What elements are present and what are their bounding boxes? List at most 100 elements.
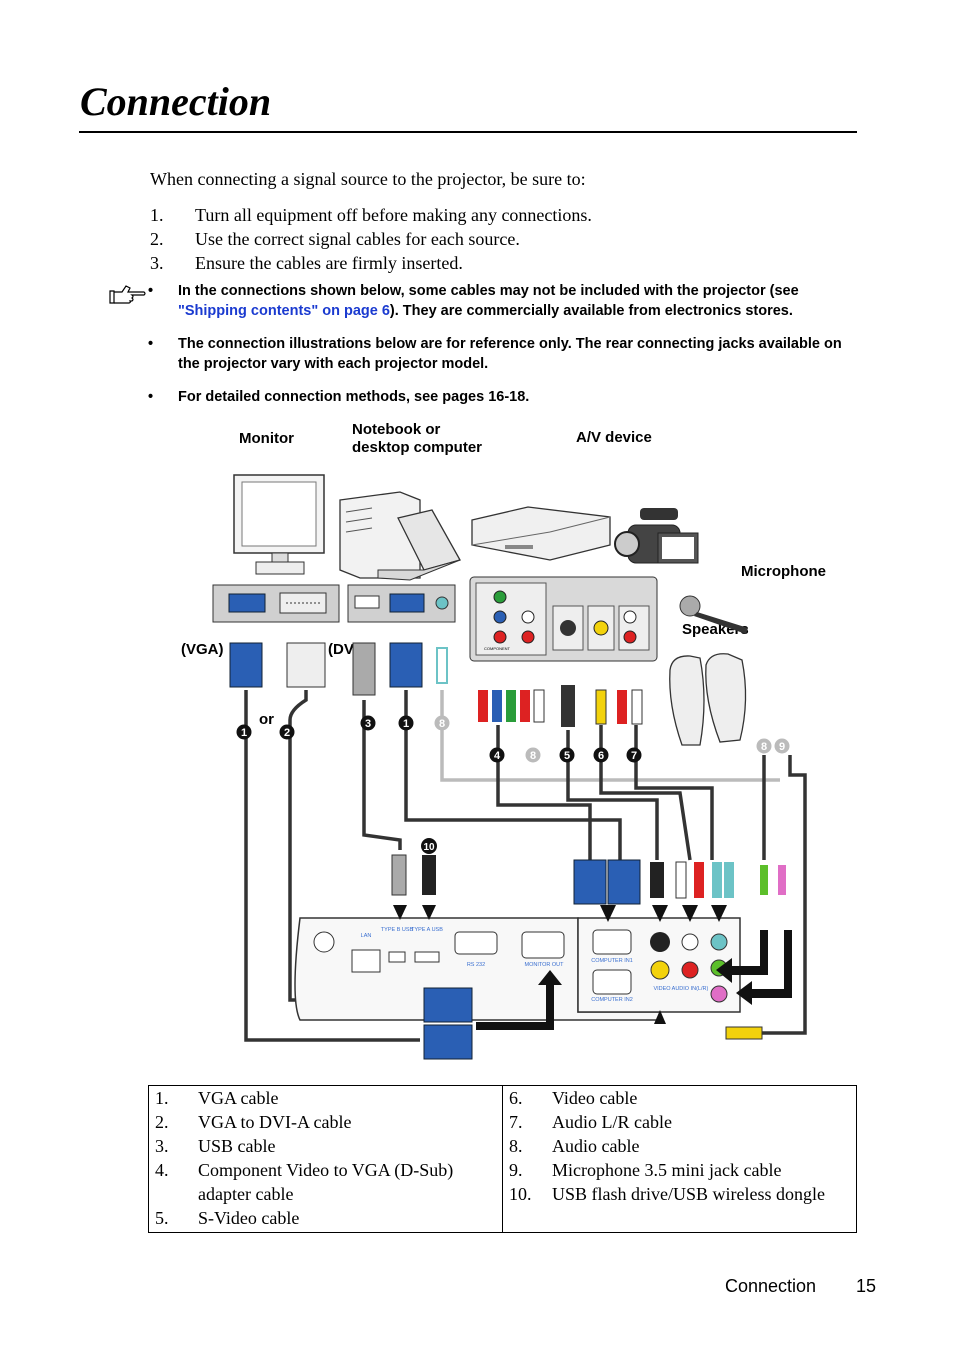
cable-name: adapter cable [198, 1184, 294, 1204]
port-label-usb-a: TYPE A USB [411, 927, 443, 933]
marker-text: 10 [423, 842, 435, 853]
list-item: 3. USB cable [155, 1134, 502, 1158]
cable-number: 6. [509, 1088, 523, 1108]
note-text: In the connections shown below, some cab… [178, 282, 858, 321]
bullet: • [148, 389, 154, 405]
cable-number: 7. [509, 1112, 523, 1132]
note-item: • For detailed connection methods, see p… [148, 388, 858, 408]
list-item: 4. Component Video to VGA (D-Sub) [155, 1158, 502, 1182]
microphone-label: Microphone [741, 563, 826, 580]
list-item: 3. Ensure the cables are firmly inserted. [150, 251, 592, 275]
av-port-panel: COMPONENT [469, 576, 658, 662]
cable-name: VGA cable [198, 1088, 279, 1108]
cable-number: 4. [155, 1160, 169, 1180]
panel-port-labels: LAN TYPE B USB TYPE A USB RS 232 MONITOR… [361, 927, 709, 1003]
cable-name: USB flash drive/USB wireless dongle [552, 1184, 825, 1204]
list-item: 9. Microphone 3.5 mini jack cable [509, 1158, 825, 1182]
list-item: 1.VGA cable [155, 1086, 502, 1110]
cable-name: USB cable [198, 1136, 276, 1156]
cable-list-table: 1.VGA cable 2.VGA to DVI-A cable 3. USB c… [148, 1085, 857, 1233]
cable-number [155, 1182, 198, 1206]
marker-text: 9 [779, 741, 785, 753]
cable-name: S-Video cable [198, 1208, 300, 1228]
step-number: 2. [150, 229, 164, 249]
cable-number: 5. [155, 1208, 169, 1228]
monitor-port-panel [212, 584, 340, 623]
port-label-computer-in2: COMPUTER IN2 [591, 997, 633, 1003]
cable-number: 2. [155, 1112, 169, 1132]
port-label-rs232: RS 232 [467, 962, 485, 968]
vga-label: (VGA) [181, 641, 224, 658]
bullet: • [148, 283, 154, 299]
computer-port-panel [347, 584, 456, 623]
note-text-part: ). They are commercially available from … [389, 302, 793, 319]
step-text: Use the correct signal cables for each s… [195, 229, 520, 249]
cable-list-right: 6. Video cable 7. Audio L/R cable 8.Audio … [503, 1086, 825, 1232]
footer-section: Connection [725, 1276, 817, 1296]
cable-name: Video cable [552, 1088, 638, 1108]
note-item: • In the connections shown below, some c… [148, 282, 858, 321]
marker-text: 2 [284, 727, 290, 739]
page-title: Connection [80, 79, 272, 124]
pointing-hand-icon [109, 285, 146, 304]
list-item: 10. USB flash drive/USB wireless dongle [509, 1182, 825, 1206]
note-text: For detailed connection methods, see pag… [178, 389, 530, 405]
computer-illustration [339, 491, 461, 581]
arrows [393, 905, 792, 1030]
av-device-label: A/V device [576, 429, 652, 446]
page-number: 15 [856, 1276, 877, 1296]
component-port-text: COMPONENT [484, 646, 511, 651]
camcorder-illustration [614, 508, 699, 564]
step-text: Ensure the cables are firmly inserted. [195, 253, 463, 273]
cable-number: 9. [509, 1160, 523, 1180]
port-label-lan: LAN [361, 933, 372, 939]
list-item: 2. Use the correct signal cables for each… [150, 227, 592, 251]
number-markers: 1 2 3 1 8 4 8 5 6 7 8 9 10 [236, 715, 790, 854]
port-label-usb-b: TYPE B USB [381, 927, 414, 933]
cable-number: 10. [509, 1184, 532, 1204]
monitor-illustration [233, 474, 325, 575]
port-label-monitor-out: MONITOR OUT [524, 962, 564, 968]
list-item: 2.VGA to DVI-A cable [155, 1110, 502, 1134]
microphone-illustration [679, 595, 748, 634]
note-text-part: In the connections shown below, some cab… [178, 283, 799, 299]
cable-number: 3. [155, 1136, 169, 1156]
notes-block: • In the connections shown below, some c… [148, 282, 858, 422]
av-player-illustration [471, 506, 611, 561]
cable-name: Component Video to VGA (D-Sub) [198, 1160, 454, 1180]
step-number: 3. [150, 253, 164, 273]
list-item: 6. Video cable [509, 1086, 825, 1110]
note-item: • The connection illustrations below are… [148, 335, 858, 374]
title-rule [79, 131, 857, 133]
marker-text: 1 [403, 718, 409, 730]
speakers-illustration [669, 653, 747, 746]
cable-list-left: 1.VGA cable 2.VGA to DVI-A cable 3. USB c… [149, 1086, 503, 1232]
bullet: • [148, 336, 154, 352]
intro-text: When connecting a signal source to the p… [150, 169, 586, 189]
cable-plugs-bottom [391, 854, 786, 1060]
marker-text: 8 [530, 750, 536, 762]
port-label-audio-in: AUDIO IN(L/R) [672, 986, 709, 992]
marker-text: 6 [598, 750, 604, 762]
steps-list: 1.Turn all equipment off before making a… [150, 203, 592, 275]
marker-text: 5 [564, 750, 570, 762]
cable-name: Microphone 3.5 mini jack cable [552, 1160, 782, 1180]
port-label-video: VIDEO [653, 986, 671, 992]
notebook-label-line: desktop computer [352, 439, 483, 456]
cable-name: Audio L/R cable [552, 1112, 672, 1132]
list-item: adapter cable [155, 1182, 502, 1206]
list-item: 8.Audio cable [509, 1134, 825, 1158]
cables [244, 690, 807, 1042]
list-item: 7. Audio L/R cable [509, 1110, 825, 1134]
marker-text: 8 [761, 741, 767, 753]
list-item: 1.Turn all equipment off before making a… [150, 203, 592, 227]
or-label: or [259, 711, 274, 728]
port-label-computer-in1: COMPUTER IN1 [591, 958, 633, 964]
note-text: The connection illustrations below are f… [178, 336, 842, 372]
cable-number: 8. [509, 1136, 523, 1156]
cable-plugs-top [229, 642, 643, 727]
notebook-label-line: Notebook or [352, 421, 441, 438]
shipping-contents-link[interactable]: "Shipping contents" on page 6 [178, 302, 390, 319]
marker-text: 1 [241, 727, 247, 739]
